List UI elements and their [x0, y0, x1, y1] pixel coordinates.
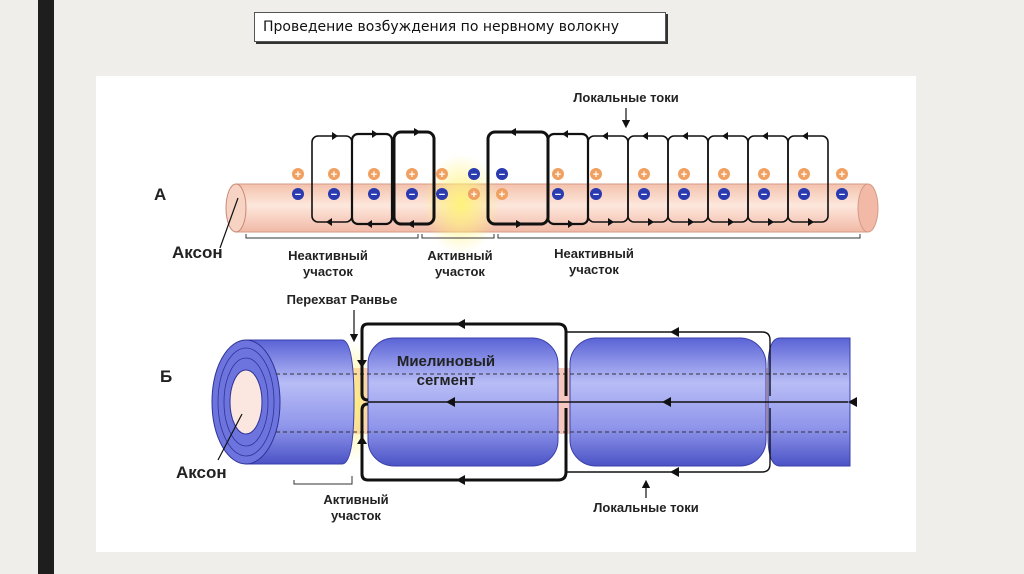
svg-text:−: −: [761, 189, 767, 201]
plus-charge: +: [406, 168, 418, 181]
myelin-segment-label-line2: сегмент: [417, 372, 476, 389]
plus-charge: +: [798, 168, 810, 181]
minus-charge: −: [678, 188, 690, 201]
svg-text:+: +: [721, 169, 727, 181]
minus-charge: −: [590, 188, 602, 201]
minus-charge: −: [638, 188, 650, 201]
svg-text:+: +: [439, 169, 445, 181]
minus-charge: −: [468, 168, 480, 181]
axon-label-a: Аксон: [172, 243, 223, 262]
nerve-conduction-diagram: А + + + + + − − +: [154, 90, 879, 523]
plus-charge: +: [758, 168, 770, 181]
plus-charge: +: [468, 188, 480, 201]
minus-charge: −: [328, 188, 340, 201]
local-currents-label-a: Локальные токи: [573, 90, 678, 105]
minus-charge: −: [292, 188, 304, 201]
svg-text:−: −: [331, 189, 337, 201]
svg-text:−: −: [471, 169, 477, 181]
axon-boundary-lines: [276, 373, 850, 433]
svg-text:−: −: [439, 189, 445, 201]
svg-text:+: +: [371, 169, 377, 181]
svg-text:+: +: [409, 169, 415, 181]
active-bracket-b: [293, 476, 353, 485]
inactive-right-line1: Неактивный: [554, 246, 634, 261]
plus-charge: +: [292, 168, 304, 181]
plus-charge: +: [328, 168, 340, 181]
node-of-ranvier-label: Перехват Ранвье: [287, 292, 398, 307]
svg-text:+: +: [555, 169, 561, 181]
minus-charge: −: [368, 188, 380, 201]
membrane-charges-bottom: − − − − − + + − − − − − − − −: [292, 188, 848, 201]
diagram-panel: А + + + + + − − +: [96, 76, 916, 552]
svg-text:−: −: [409, 189, 415, 201]
plus-charge: +: [436, 168, 448, 181]
plus-charge: +: [552, 168, 564, 181]
svg-text:−: −: [801, 189, 807, 201]
active-a-line1: Активный: [427, 248, 492, 263]
svg-text:−: −: [295, 189, 301, 201]
axon-pointer-a: [219, 197, 239, 249]
plus-charge: +: [590, 168, 602, 181]
active-a-line2: участок: [435, 264, 485, 279]
myelin-wrapped-end: [211, 339, 355, 465]
minus-charge: −: [496, 168, 508, 181]
inactive-left-line1: Неактивный: [288, 248, 368, 263]
axon-pointer-b: [217, 413, 243, 461]
svg-text:−: −: [593, 189, 599, 201]
svg-text:+: +: [761, 169, 767, 181]
slide-title: Проведение возбуждения по нервному волок…: [254, 12, 666, 42]
minus-charge: −: [836, 188, 848, 201]
inactive-right-bracket: [497, 234, 861, 239]
svg-text:−: −: [721, 189, 727, 201]
svg-text:−: −: [681, 189, 687, 201]
svg-text:−: −: [839, 189, 845, 201]
svg-text:+: +: [471, 189, 477, 201]
plus-charge: +: [718, 168, 730, 181]
part-b-letter: Б: [160, 367, 172, 386]
plus-charge: +: [638, 168, 650, 181]
plus-charge: +: [678, 168, 690, 181]
active-b-line2: участок: [331, 508, 381, 523]
part-a-letter: А: [154, 185, 166, 204]
minus-charge: −: [436, 188, 448, 201]
membrane-charges-top: + + + + + − − + + + + + + + +: [292, 168, 848, 181]
minus-charge: −: [552, 188, 564, 201]
active-bracket-a: [421, 234, 495, 239]
plus-charge: +: [496, 188, 508, 201]
svg-text:+: +: [641, 169, 647, 181]
plus-charge: +: [368, 168, 380, 181]
inactive-right-line2: участок: [569, 262, 619, 277]
slide-left-bar: [38, 0, 54, 574]
local-currents-label-b: Локальные токи: [593, 500, 698, 515]
minus-charge: −: [798, 188, 810, 201]
current-arrowheads-b: [357, 319, 857, 485]
svg-text:−: −: [555, 189, 561, 201]
svg-text:−: −: [641, 189, 647, 201]
active-b-line1: Активный: [323, 492, 388, 507]
minus-charge: −: [718, 188, 730, 201]
svg-text:+: +: [839, 169, 845, 181]
plus-charge: +: [836, 168, 848, 181]
minus-charge: −: [758, 188, 770, 201]
svg-text:+: +: [331, 169, 337, 181]
svg-text:−: −: [371, 189, 377, 201]
svg-text:+: +: [295, 169, 301, 181]
svg-text:+: +: [499, 189, 505, 201]
svg-text:+: +: [681, 169, 687, 181]
myelin-segment-label-line1: Миелиновый: [397, 353, 495, 370]
axon-label-b: Аксон: [176, 463, 227, 482]
inactive-left-line2: участок: [303, 264, 353, 279]
svg-text:+: +: [801, 169, 807, 181]
svg-text:−: −: [499, 169, 505, 181]
svg-text:+: +: [593, 169, 599, 181]
inactive-left-bracket: [245, 234, 419, 239]
current-arrowheads-a: [326, 128, 814, 228]
minus-charge: −: [406, 188, 418, 201]
long-range-current-b: [566, 331, 771, 473]
